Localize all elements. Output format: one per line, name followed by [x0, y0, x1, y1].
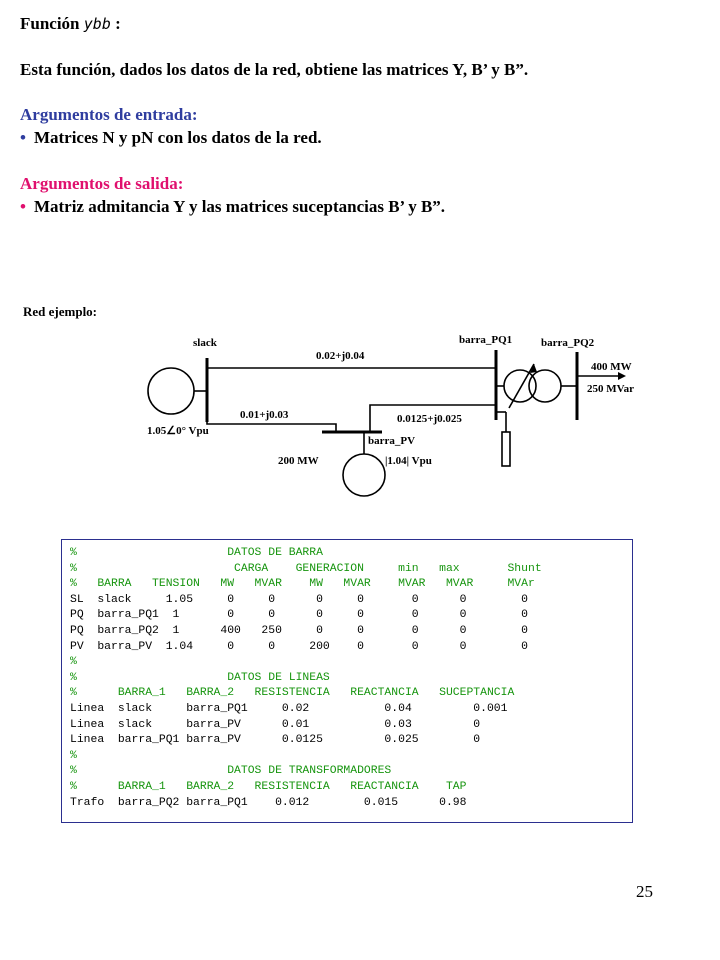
- page-number: 25: [636, 882, 653, 901]
- line-pq1-pv: [369, 404, 496, 432]
- code-data-line: Linea barra_PQ1 barra_PV 0.0125 0.025 0: [70, 734, 481, 747]
- label-barra-pv: barra_PV: [368, 435, 415, 447]
- code-comment-line: %: [70, 749, 77, 762]
- code-comment-line: % CARGA GENERACION min max Shunt: [70, 562, 542, 575]
- label-load-mvar: 250 MVar: [587, 383, 634, 395]
- function-heading: Función ybb :: [20, 14, 121, 34]
- code-comment-line: % BARRA_1 BARRA_2 RESISTENCIA REACTANCIA…: [70, 780, 467, 793]
- label-slack: slack: [193, 337, 218, 349]
- description: Esta función, dados los datos de la red,…: [20, 60, 529, 79]
- code-comment-line: % BARRA TENSION MW MVAR MW MVAR MVAR MVA…: [70, 578, 535, 591]
- network-data-code: % DATOS DE BARRA % CARGA GENERACION min …: [70, 546, 542, 811]
- code-data-line: Linea slack barra_PV 0.01 0.03 0: [70, 718, 481, 731]
- heading-suffix: :: [110, 14, 121, 33]
- slack-generator: [147, 367, 195, 415]
- arrow-head: [530, 364, 537, 373]
- pv-generator: [342, 453, 386, 497]
- bullet: •: [20, 128, 26, 147]
- label-line-pq1-pv: 0.0125+j0.025: [397, 413, 462, 425]
- code-data-line: SL slack 1.05 0 0 0 0 0 0 0: [70, 593, 528, 606]
- inputs-item: • Matrices N y pN con los datos de la red…: [20, 128, 322, 148]
- label-pv-power: 200 MW: [278, 455, 319, 467]
- code-data-line: PQ barra_PQ1 1 0 0 0 0 0 0 0: [70, 609, 528, 622]
- transformer-winding-1: [503, 369, 537, 403]
- code-comment-line: %: [70, 656, 77, 669]
- inputs-item-text: Matrices N y pN con los datos de la red.: [33, 128, 322, 147]
- code-comment-line: % BARRA_1 BARRA_2 RESISTENCIA REACTANCIA…: [70, 687, 515, 700]
- heading-prefix: Función: [20, 14, 80, 33]
- network-diagram: slack barra_PQ1 barra_PQ2 0.02+j0.04 0.0…: [147, 334, 634, 497]
- label-barra-pq2: barra_PQ2: [541, 337, 595, 349]
- label-line-slack-pv: 0.01+j0.03: [240, 409, 289, 421]
- code-comment-line: % DATOS DE LINEAS: [70, 671, 330, 684]
- label-load-mw: 400 MW: [591, 361, 632, 373]
- load-arrow-icon: [618, 372, 626, 380]
- code-data-line: Linea slack barra_PQ1 0.02 0.04 0.001: [70, 702, 508, 715]
- diagram-caption: Red ejemplo:: [23, 304, 98, 319]
- code-data-line: PV barra_PV 1.04 0 0 200 0 0 0 0: [70, 640, 528, 653]
- label-barra-pq1: barra_PQ1: [459, 334, 512, 346]
- label-pv-voltage: |1.04| Vpu: [385, 455, 432, 467]
- label-line-slack-pq1: 0.02+j0.04: [316, 350, 365, 362]
- outputs-item-text: Matriz admitancia Y y las matrices sucep…: [33, 197, 446, 216]
- bullet: •: [20, 197, 26, 216]
- code-data-line: PQ barra_PQ2 1 400 250 0 0 0 0 0: [70, 624, 528, 637]
- shunt-element: [501, 431, 511, 467]
- network-data-box: % DATOS DE BARRA % CARGA GENERACION min …: [61, 539, 633, 823]
- outputs-item: • Matriz admitancia Y y las matrices suce…: [20, 197, 445, 217]
- transformer-tap-arrow: [508, 363, 535, 409]
- label-slack-voltage: 1.05∠0° Vpu: [147, 425, 209, 437]
- function-name: ybb: [83, 15, 111, 33]
- code-comment-line: % DATOS DE BARRA: [70, 547, 323, 559]
- code-comment-line: % DATOS DE TRANSFORMADORES: [70, 765, 392, 778]
- code-data-line: Trafo barra_PQ2 barra_PQ1 0.012 0.015 0.…: [70, 796, 467, 809]
- line-slack-pv: [206, 418, 337, 432]
- transformer-winding-2: [528, 369, 562, 403]
- inputs-title: Argumentos de entrada:: [20, 105, 198, 124]
- outputs-title: Argumentos de salida:: [20, 174, 184, 193]
